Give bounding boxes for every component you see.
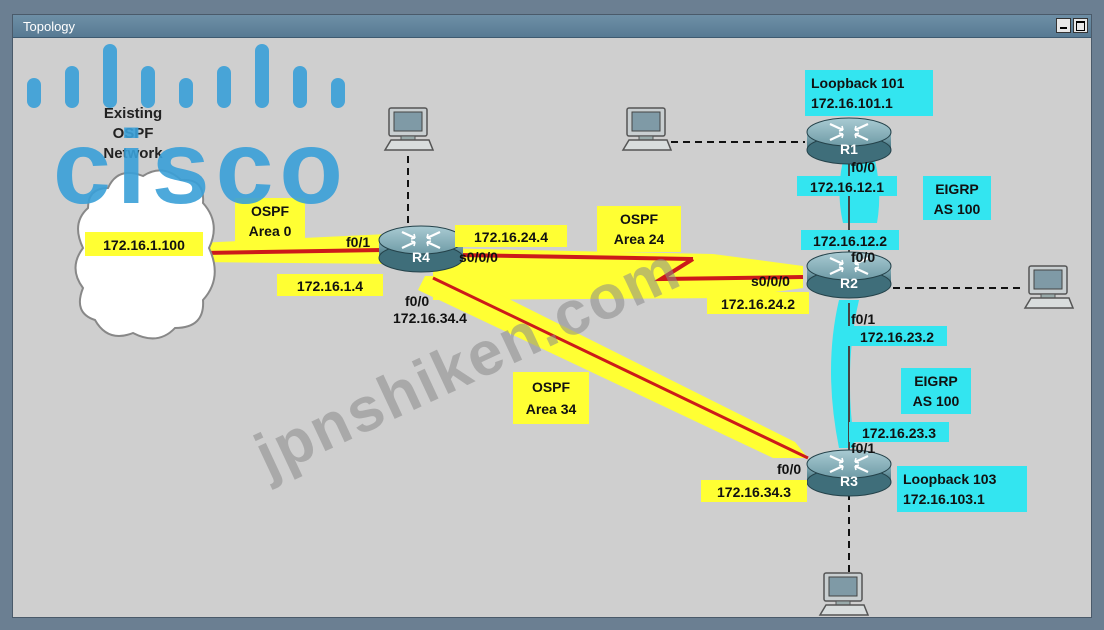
- router-r2-label: R2: [840, 275, 858, 291]
- eigrp-top-line2: AS 100: [934, 201, 981, 217]
- pc-r3-icon[interactable]: [819, 572, 869, 616]
- cloud-caption-line1: Existing: [104, 105, 162, 122]
- r4-f00-label: f0/0: [405, 293, 429, 309]
- router-r4-icon[interactable]: R4: [377, 224, 465, 274]
- minimize-button[interactable]: [1056, 18, 1071, 33]
- r1-loopback-ip: 172.16.101.1: [811, 95, 893, 111]
- area0-line2: Area 0: [249, 223, 292, 239]
- pc-r1-icon[interactable]: [622, 107, 672, 151]
- r3-loopback-ip: 172.16.103.1: [903, 491, 985, 507]
- cyan-labels: Loopback 101 172.16.101.1 f0/0 172.16.12…: [797, 70, 1027, 512]
- r2-f00-ip: 172.16.12.2: [813, 233, 887, 249]
- router-r3-label: R3: [840, 473, 858, 489]
- cisco-logo-text: cisco: [53, 110, 349, 226]
- router-r4-label: R4: [412, 249, 430, 265]
- link-r4-r3: [432, 276, 809, 460]
- r2-f01-label: f0/1: [851, 311, 875, 327]
- topology-canvas: Existing OSPF Network R1 R2 R3: [13, 38, 1091, 619]
- pc-r2-icon[interactable]: [1024, 265, 1074, 309]
- router-r1-icon[interactable]: R1: [805, 116, 893, 166]
- area0-line1: OSPF: [251, 203, 290, 219]
- link-cloud-r4: [202, 248, 386, 255]
- cloud-caption-line2: OSPF: [113, 125, 154, 142]
- pc-r4-icon[interactable]: [384, 107, 434, 151]
- area34-line1: OSPF: [532, 379, 571, 395]
- r3-f01-label: f0/1: [851, 440, 875, 456]
- r1-f00-label: f0/0: [851, 159, 875, 175]
- eigrp-bottom-line2: AS 100: [913, 393, 960, 409]
- r4-s000-label: s0/0/0: [459, 249, 498, 265]
- eigrp-top-line1: EIGRP: [935, 181, 979, 197]
- eigrp-highlights: [831, 153, 880, 448]
- r4-f01-ip: 172.16.1.4: [297, 278, 363, 294]
- r1-f00-ip: 172.16.12.1: [810, 179, 884, 195]
- link-r2-serial-bolt: [653, 257, 804, 282]
- maximize-button[interactable]: [1073, 18, 1088, 33]
- area34-line2: Area 34: [526, 401, 577, 417]
- r3-loopback-name: Loopback 103: [903, 471, 997, 487]
- window-title: Topology: [23, 19, 76, 34]
- cloud-ip: 172.16.1.100: [103, 237, 185, 253]
- r4-f01-label: f0/1: [346, 234, 370, 250]
- area24-line2: Area 24: [614, 231, 665, 247]
- yellow-labels: 172.16.1.100 OSPF Area 0 f0/1 172.16.1.4…: [85, 198, 809, 502]
- topology-diagram: Existing OSPF Network R1 R2 R3: [27, 44, 1074, 616]
- r4-s000-ip: 172.16.24.4: [474, 229, 548, 245]
- r3-f01-ip: 172.16.23.3: [862, 425, 936, 441]
- link-r4-r2-serial: [457, 253, 694, 261]
- topology-window: Topology: [12, 14, 1092, 618]
- r4-f00-ip: 172.16.34.4: [393, 310, 467, 326]
- cisco-logo: cisco: [27, 44, 349, 226]
- router-r1-label: R1: [840, 141, 858, 157]
- r3-f00-ip: 172.16.34.3: [717, 484, 791, 500]
- cloud-caption-line3: Network: [103, 145, 163, 162]
- router-r3-icon[interactable]: R3: [805, 448, 893, 498]
- r2-s000-label: s0/0/0: [751, 273, 790, 289]
- area24-line1: OSPF: [620, 211, 659, 227]
- r2-s000-ip: 172.16.24.2: [721, 296, 795, 312]
- r1-loopback-name: Loopback 101: [811, 75, 905, 91]
- r2-f00-label: f0/0: [851, 249, 875, 265]
- window-titlebar: Topology: [13, 15, 1091, 38]
- eigrp-bottom-line1: EIGRP: [914, 373, 958, 389]
- router-r2-icon[interactable]: R2: [805, 250, 893, 300]
- r2-f01-ip: 172.16.23.2: [860, 329, 934, 345]
- r3-f00-label: f0/0: [777, 461, 801, 477]
